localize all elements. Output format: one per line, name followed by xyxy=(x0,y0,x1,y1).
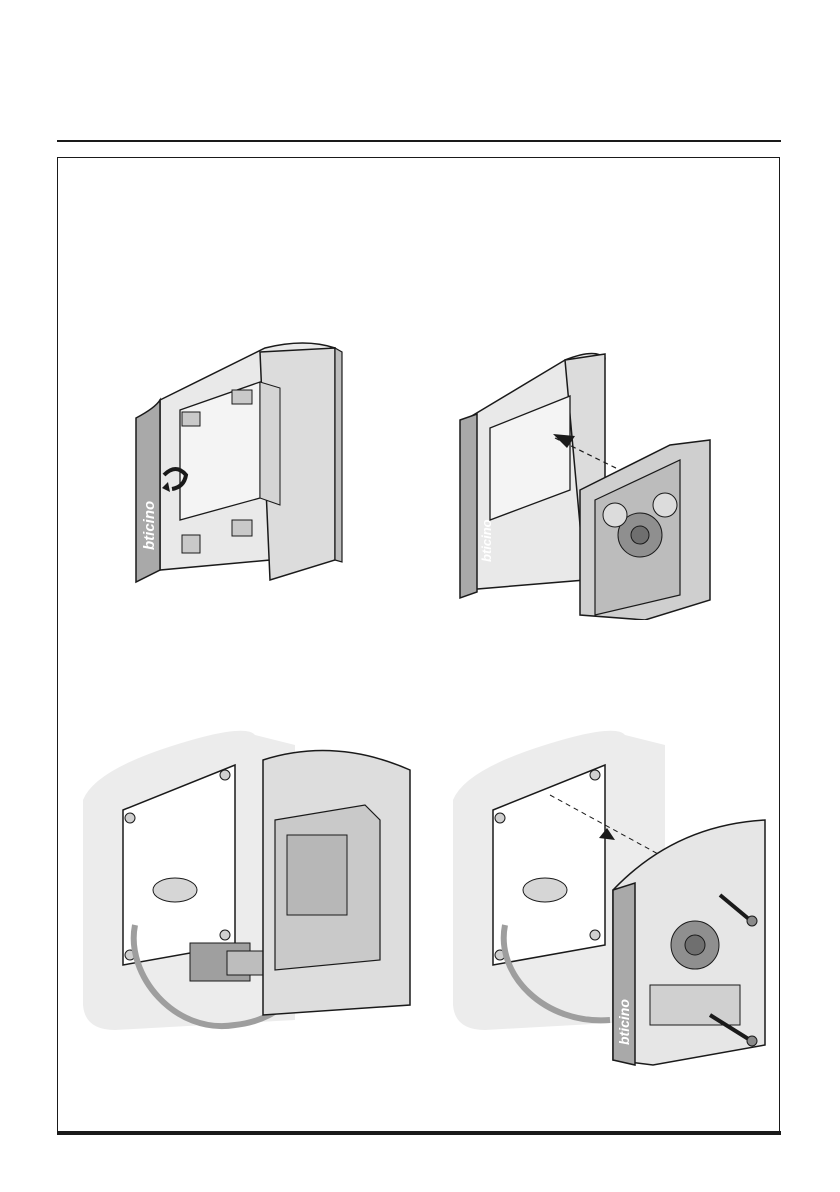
brand-logo: bticino xyxy=(141,501,158,550)
footer-rule xyxy=(57,1131,781,1135)
step-fix-panel-with-screws: bticino xyxy=(445,715,775,1075)
header-rule xyxy=(57,140,781,142)
step-insert-module: bticino xyxy=(455,330,725,620)
brand-logo: bticino xyxy=(616,999,632,1045)
step-open-frame-cover: bticino xyxy=(120,330,420,600)
brand-logo: bticino xyxy=(479,519,494,562)
step-connect-terminal-block xyxy=(75,715,420,1055)
